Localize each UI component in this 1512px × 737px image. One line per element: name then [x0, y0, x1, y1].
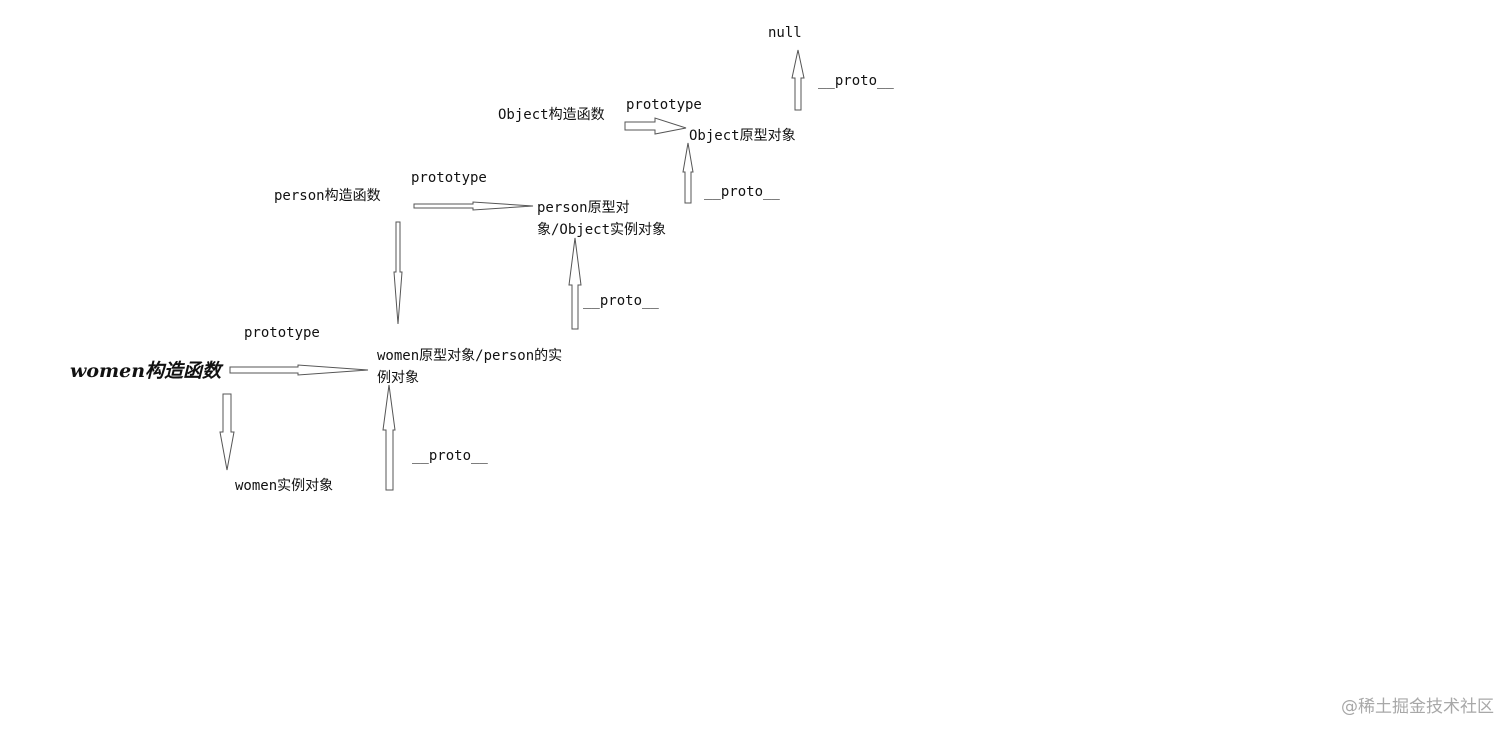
arrow-object-ctor-prototype — [624, 117, 687, 135]
edge-label-women-proto-to-person-proto: __proto__ — [583, 293, 659, 309]
node-women-instance: women实例对象 — [235, 478, 334, 494]
node-object-constructor: Object构造函数 — [498, 107, 605, 123]
edge-label-women-instance-proto: __proto__ — [412, 448, 488, 464]
arrow-women-ctor-prototype — [229, 364, 369, 376]
edge-label-object-proto-to-null: __proto__ — [818, 73, 894, 89]
arrow-women-proto-to-person-proto — [568, 237, 582, 330]
node-object-prototype: Object原型对象 — [689, 128, 796, 144]
edge-label-object-prototype: prototype — [626, 97, 702, 113]
arrow-women-instance-proto — [382, 384, 396, 491]
arrow-women-ctor-down — [219, 393, 235, 471]
arrow-person-ctor-down — [393, 221, 403, 325]
edge-label-person-prototype: prototype — [411, 170, 487, 186]
node-women-prototype: women原型对象/person的实例对象 — [377, 348, 563, 386]
watermark: @稀土掘金技术社区 — [1341, 697, 1494, 717]
arrow-object-proto-to-null — [791, 49, 805, 111]
node-person-prototype: person原型对象/Object实例对象 — [537, 200, 667, 238]
edge-label-women-prototype: prototype — [244, 325, 320, 341]
edge-label-person-proto-to-object-proto: __proto__ — [704, 184, 780, 200]
node-null: null — [768, 25, 802, 41]
node-women-constructor: women构造函数 — [70, 360, 222, 382]
arrow-person-ctor-prototype — [413, 201, 534, 211]
node-person-constructor: person构造函数 — [274, 188, 381, 204]
arrow-person-proto-to-object-proto — [682, 142, 694, 204]
